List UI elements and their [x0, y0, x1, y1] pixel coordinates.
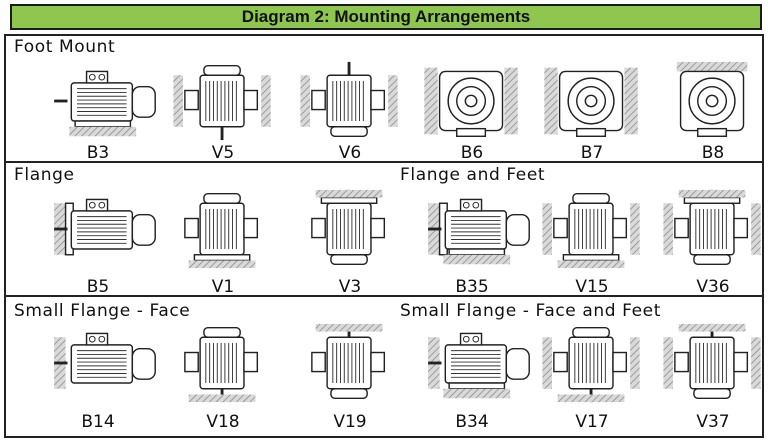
mounting-code-v18: V18 — [206, 412, 240, 432]
vertical-motor-up-icon — [300, 61, 398, 137]
diagram-frame — [4, 34, 764, 438]
foot-motor-side-icon — [54, 70, 156, 137]
mounting-code-v15: V15 — [575, 277, 609, 297]
section-label-small-flange-face: Small Flange - Face — [14, 301, 191, 321]
mounting-code-v19: V19 — [333, 412, 367, 432]
mounting-code-b5: B5 — [86, 277, 110, 297]
mounting-code-b35: B35 — [455, 277, 489, 297]
mounting-code-b14: B14 — [81, 412, 115, 432]
row-divider — [4, 295, 764, 297]
section-label-small-flange-face-and-feet: Small Flange - Face and Feet — [400, 301, 661, 321]
face-vertical-down-icon — [184, 327, 259, 403]
mounting-code-v6: V6 — [338, 143, 362, 163]
mounting-code-b7: B7 — [580, 143, 604, 163]
vertical-motor-down-icon — [173, 65, 271, 141]
section-label-flange: Flange — [14, 165, 75, 185]
mounting-code-v37: V37 — [696, 412, 730, 432]
face-vertical-up-icon — [311, 323, 386, 399]
mounting-code-b3: B3 — [86, 143, 110, 163]
mounting-code-v3: V3 — [338, 277, 362, 297]
mounting-code-v1: V1 — [211, 277, 235, 297]
flange-motor-side-icon — [54, 198, 156, 256]
flange-feet-vertical-down-icon — [542, 193, 640, 269]
flange-feet-side-icon — [428, 198, 530, 265]
flange-vertical-up-icon — [311, 189, 386, 265]
flange-feet-vertical-up-icon — [663, 189, 761, 265]
face-motor-side-icon — [54, 332, 156, 389]
ceiling-mount-end-icon — [676, 61, 748, 137]
mounting-code-v36: V36 — [696, 277, 730, 297]
mounting-code-b8: B8 — [701, 143, 725, 163]
row-divider — [4, 161, 764, 163]
mounting-code-b6: B6 — [460, 143, 484, 163]
mounting-code-b34: B34 — [455, 412, 489, 432]
mounting-code-v5: V5 — [211, 143, 235, 163]
flange-vertical-down-icon — [184, 193, 259, 269]
diagram-title: Diagram 2: Mounting Arrangements — [10, 4, 762, 30]
face-feet-vertical-up-icon — [663, 323, 761, 399]
section-label-foot-mount: Foot Mount — [14, 37, 116, 57]
wall-mount-end-icon — [544, 67, 638, 137]
section-label-flange-and-feet: Flange and Feet — [400, 165, 546, 185]
face-feet-side-icon — [428, 332, 530, 399]
wall-mount-end-icon — [424, 67, 518, 137]
mounting-code-v17: V17 — [575, 412, 609, 432]
face-feet-vertical-down-icon — [542, 327, 640, 403]
